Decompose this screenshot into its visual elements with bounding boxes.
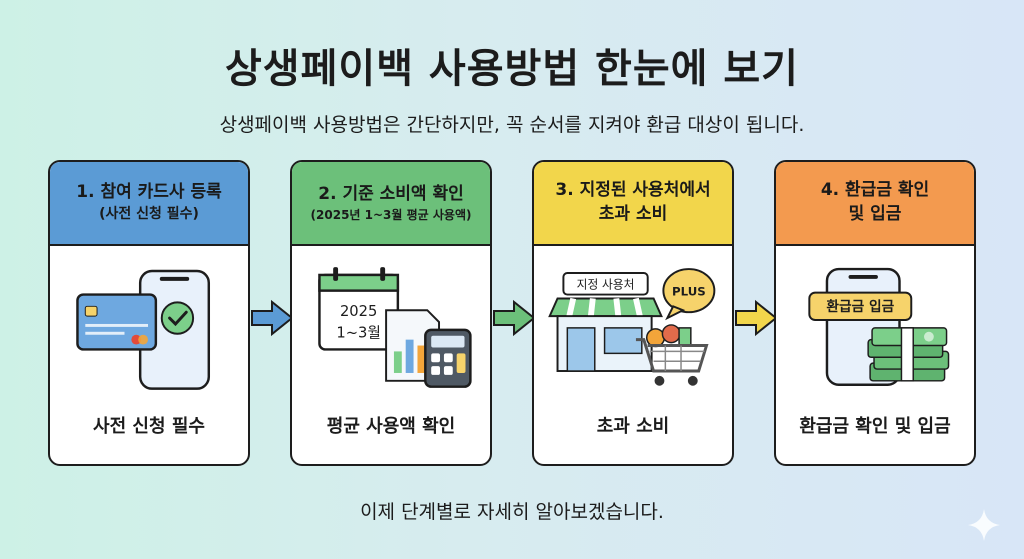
step-2-header: 2. 기준 소비액 확인 (2025년 1~3월 평균 사용액) <box>292 162 490 246</box>
step-4-header: 4. 환급금 확인 및 입금 <box>776 162 974 246</box>
step-card-4: 4. 환급금 확인 및 입금 환급금 입금 환급금 확인 및 입금 <box>774 160 976 466</box>
plus-bubble: PLUS <box>672 285 706 299</box>
calendar-months: 1~3월 <box>336 325 381 342</box>
step-1-header: 1. 참여 카드사 등록 (사전 신청 필수) <box>50 162 248 246</box>
arrow-right-icon <box>735 299 778 337</box>
refund-badge: 환급금 입금 <box>826 298 894 315</box>
calendar-year: 2025 <box>340 303 377 320</box>
arrow-right-icon <box>251 299 294 337</box>
step-4-subheading: 및 입금 <box>848 204 902 224</box>
footer-text: 이제 단계별로 자세히 알아보겠습니다. <box>360 501 664 523</box>
step-4-heading: 4. 환급금 확인 <box>820 180 930 201</box>
page-subtitle: 상생페이백 사용방법은 간단하지만, 꼭 순서를 지켜야 환급 대상이 됩니다. <box>219 114 805 136</box>
step-2-caption: 평균 사용액 확인 <box>326 416 456 437</box>
sparkle-icon <box>968 509 1000 541</box>
step-3-caption: 초과 소비 <box>596 416 670 437</box>
step-4-caption: 환급금 확인 및 입금 <box>799 416 951 437</box>
store-cart-icon: 지정 사용처 PLUS <box>548 268 716 386</box>
store-sign: 지정 사용처 <box>577 278 635 292</box>
calendar-chart-calculator-icon: 2025 1~3월 <box>318 267 472 388</box>
phone-card-check-icon <box>76 269 211 390</box>
step-2-subheading: (2025년 1~3월 평균 사용액) <box>310 207 472 222</box>
step-3-subheading: 초과 소비 <box>598 204 668 224</box>
step-2-heading: 2. 기준 소비액 확인 <box>318 183 464 204</box>
step-card-3: 3. 지정된 사용처에서 초과 소비 지정 사용처 PLUS 초과 소비 <box>532 160 734 466</box>
step-1-subheading: (사전 신청 필수) <box>99 206 199 223</box>
step-1-heading: 1. 참여 카드사 등록 <box>76 182 222 203</box>
step-3-heading: 3. 지정된 사용처에서 <box>555 180 711 201</box>
phone-money-icon: 환급금 입금 <box>808 267 950 386</box>
step-3-header: 3. 지정된 사용처에서 초과 소비 <box>534 162 732 246</box>
arrow-right-icon <box>493 299 536 337</box>
page-title: 상생페이백 사용방법 한눈에 보기 <box>225 46 799 92</box>
step-card-2: 2. 기준 소비액 확인 (2025년 1~3월 평균 사용액) 2025 1~… <box>290 160 492 466</box>
step-1-caption: 사전 신청 필수 <box>93 416 205 437</box>
step-card-1: 1. 참여 카드사 등록 (사전 신청 필수) 사전 신청 필수 <box>48 160 250 466</box>
